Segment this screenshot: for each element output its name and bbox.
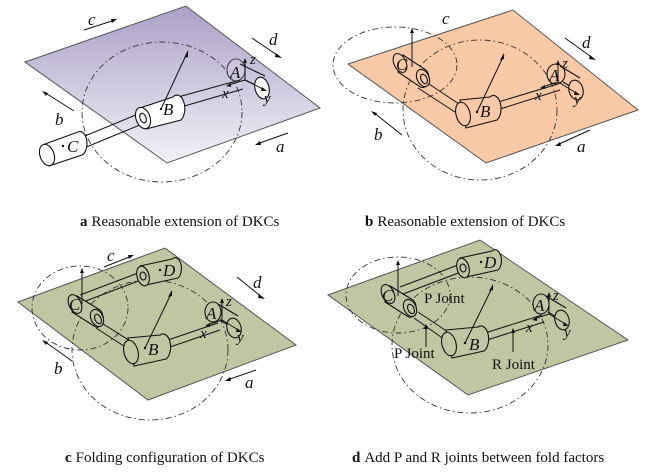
cylinder-b: B [134,94,186,130]
radius-arrow [464,285,494,344]
arrow-d: d [564,33,596,60]
panel-b-diagram: C B A z x y c d [332,9,640,181]
axis-y: y [562,325,571,341]
label-C: C [69,295,81,314]
svg-text:a: a [577,137,586,156]
cylinder-a: A [532,293,570,331]
arrow-a: a [555,129,591,156]
label-A: A [229,63,241,82]
radius-arrow [144,291,173,349]
cylinder-a: A [226,58,270,100]
p-joint-lower: P Joint [394,324,436,362]
radius-arrow [160,50,189,110]
arrow-c: c [83,10,117,31]
label-B: B [469,335,480,354]
arrow-d: d [236,273,265,299]
cylinder-b: B [455,94,502,129]
cylinder-c: C [67,294,105,328]
panel-a: C B A z x y c [0,0,322,240]
axis-x: x [199,326,207,342]
workspace-circle [81,41,243,183]
label-A: A [205,304,217,323]
plane [346,9,640,164]
svg-text:c: c [88,10,96,29]
axis-y: y [572,92,581,108]
panel-a-diagram: C B A z x y c [23,5,322,183]
cylinder-d: D [136,257,182,287]
r-joint: R Joint [492,328,536,373]
radius-arrow [476,54,505,113]
cylinder-b: B [123,333,172,367]
label-D: D [483,253,497,272]
arrow-a: a [225,369,257,392]
workspace-circle-c [332,26,458,104]
label-A: A [533,296,545,315]
cylinder-b: B [441,325,490,359]
arrow-d: d [251,30,282,58]
svg-text:a: a [276,137,285,156]
arrow-b: b [42,91,75,129]
arrow-a: a [255,132,289,156]
svg-text:c: c [107,246,115,265]
p-joint-upper: P Joint [424,291,466,307]
svg-text:a: a [245,373,254,392]
svg-text:b: b [55,110,64,129]
svg-text:b: b [54,359,63,378]
axis-x: x [525,320,533,336]
svg-text:d: d [253,273,262,292]
axis-z: z [561,56,568,72]
arrow-c: c [442,9,450,28]
workspace-circle-c [345,256,451,334]
arrow-c: c [103,246,134,268]
svg-text:R Joint: R Joint [492,357,536,373]
axis-y: y [262,91,271,107]
label-B: B [163,100,174,119]
axis-z: z [552,288,559,304]
label-B: B [480,102,491,121]
panel-c: D C B A z x y [0,240,320,473]
axis-x: x [221,86,229,102]
svg-text:P Joint: P Joint [394,346,436,362]
label-B: B [148,340,159,359]
label-C: C [67,137,79,156]
panel-b: C B A z x y c d [320,0,647,240]
label-A: A [548,66,560,85]
panel-d: D C B A z x y [320,239,647,473]
label-C: C [382,286,394,305]
svg-text:d: d [269,30,278,49]
cylinder-c: C [38,130,88,167]
axis-z: z [249,52,256,68]
arrow-b: b [42,340,73,378]
cylinder-c: C [380,284,418,318]
workspace-circle-c [31,265,129,351]
cylinder-a: A [204,301,242,339]
panel-c-diagram: D C B A z x y [16,246,298,421]
svg-text:b: b [374,125,383,144]
svg-text:c: c [442,9,450,28]
label-C: C [396,55,408,74]
axis-z: z [225,294,232,310]
svg-text:d: d [582,33,591,52]
panel-d-diagram: D C B A z x y [326,239,630,414]
axis-y: y [235,330,244,346]
workspace-circle-b [391,276,549,414]
cylinder-d: D [456,249,502,279]
arrow-b: b [371,111,403,144]
cylinder-c: C [392,53,431,89]
workspace-circle-b [402,39,558,181]
axis-x: x [534,88,542,104]
workspace-circle-b [71,279,229,421]
cylinder-a: A [546,63,584,101]
svg-text:P Joint: P Joint [424,291,466,307]
label-D: D [162,261,176,280]
